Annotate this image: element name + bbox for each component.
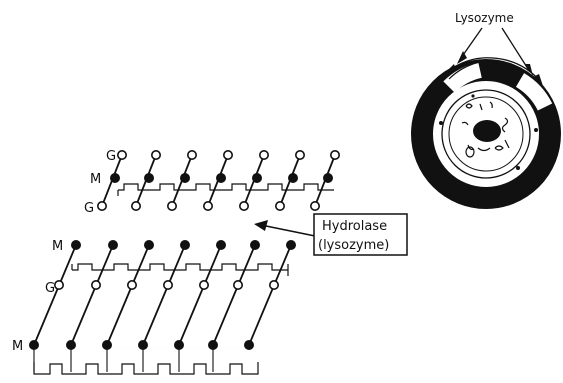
top-m-node: [287, 173, 298, 184]
cytoplasm-boundary: [448, 96, 524, 172]
top-g-node-lower: [97, 201, 108, 212]
top-m-node: [216, 173, 227, 184]
top-g-upper-label: G: [106, 149, 116, 164]
wall-gap-left-edge: [448, 61, 481, 80]
top-g-node-lower: [274, 201, 285, 212]
bottom-lower-crosslink: [33, 362, 259, 375]
top-g-node-lower: [131, 201, 142, 212]
bottom-glycan-strand: [33, 244, 77, 346]
lysozyme-arrowheads: [444, 51, 543, 86]
top-g-node-lower: [203, 201, 214, 212]
top-g-node-lower: [239, 201, 250, 212]
bottom-m-lower-label: M: [12, 339, 23, 354]
cytoplasm-inclusions: [461, 101, 510, 158]
cleaved-fragment: [97, 150, 340, 212]
dot-3: [516, 166, 520, 170]
top-g-node-lower: [167, 201, 178, 212]
top-m-node: [110, 173, 121, 184]
top-m-label: M: [90, 172, 101, 187]
top-g-node-upper: [223, 150, 234, 161]
top-g-node-lower: [309, 201, 320, 212]
bottom-m-upper-label: M: [52, 239, 63, 254]
bottom-m-node-upper: [71, 240, 82, 251]
top-g-node-upper: [151, 150, 162, 161]
top-g-node-upper: [187, 150, 198, 161]
top-m-node: [180, 173, 191, 184]
wall-gap-left: [443, 62, 483, 93]
dot-1: [439, 121, 443, 125]
bottom-glycan-strand: [178, 244, 222, 346]
top-g-node-upper: [294, 150, 305, 161]
bottom-upper-crosslink-ends: [71, 264, 289, 276]
bottom-m-node-lower: [244, 339, 255, 350]
bottom-g-node: [91, 279, 102, 290]
bottom-m-node-upper: [250, 240, 261, 251]
bottom-g-node: [233, 279, 244, 290]
bottom-glycan-strand: [248, 244, 292, 346]
top-m-node: [144, 173, 155, 184]
bottom-g-node: [127, 279, 138, 290]
bottom-glycan-strand: [142, 244, 186, 346]
wall-gap-right: [515, 73, 553, 111]
top-m-node: [322, 173, 333, 184]
bottom-m-node-upper: [216, 240, 227, 251]
dot-2: [534, 128, 538, 132]
top-peptide-crosslink: [118, 183, 334, 191]
bottom-g-label: G: [45, 281, 55, 296]
bottom-m-node-upper: [108, 240, 119, 251]
bottom-g-node: [163, 279, 174, 290]
bottom-upper-crosslink: [72, 263, 288, 271]
bottom-glycan-strand: [106, 244, 150, 346]
hydrolase-label-line2: (lysozyme): [318, 238, 389, 253]
hydrolase-arrow-shaft: [265, 225, 316, 237]
cell-membrane: [441, 89, 531, 179]
bottom-g-node: [268, 279, 279, 290]
hydrolase-callout: Hydrolase (lysozyme): [254, 213, 408, 256]
hydrolase-label-line1: Hydrolase: [322, 219, 387, 234]
top-g-node-upper: [258, 150, 269, 161]
lysozyme-label: Lysozyme: [455, 11, 514, 25]
bacterial-cell: [411, 59, 561, 209]
hydrolase-arrowhead: [254, 220, 268, 231]
bottom-glycan-strand: [212, 244, 256, 346]
top-m-node: [252, 173, 263, 184]
top-g-lower-label: G: [84, 201, 94, 216]
bottom-g-node: [199, 279, 210, 290]
intact-peptidoglycan-sheet: [28, 240, 296, 375]
bottom-m-node-upper: [144, 240, 155, 251]
top-g-node-upper: [329, 150, 340, 161]
dot-4: [471, 94, 475, 98]
bottom-m-node-upper: [285, 240, 296, 251]
bottom-m-node-upper: [180, 240, 191, 251]
bottom-glycan-strand: [70, 244, 114, 346]
top-g-node-upper: [117, 150, 128, 161]
bottom-g-node: [53, 279, 64, 290]
hydrolase-box: [313, 213, 408, 256]
nucleoid: [473, 120, 501, 142]
